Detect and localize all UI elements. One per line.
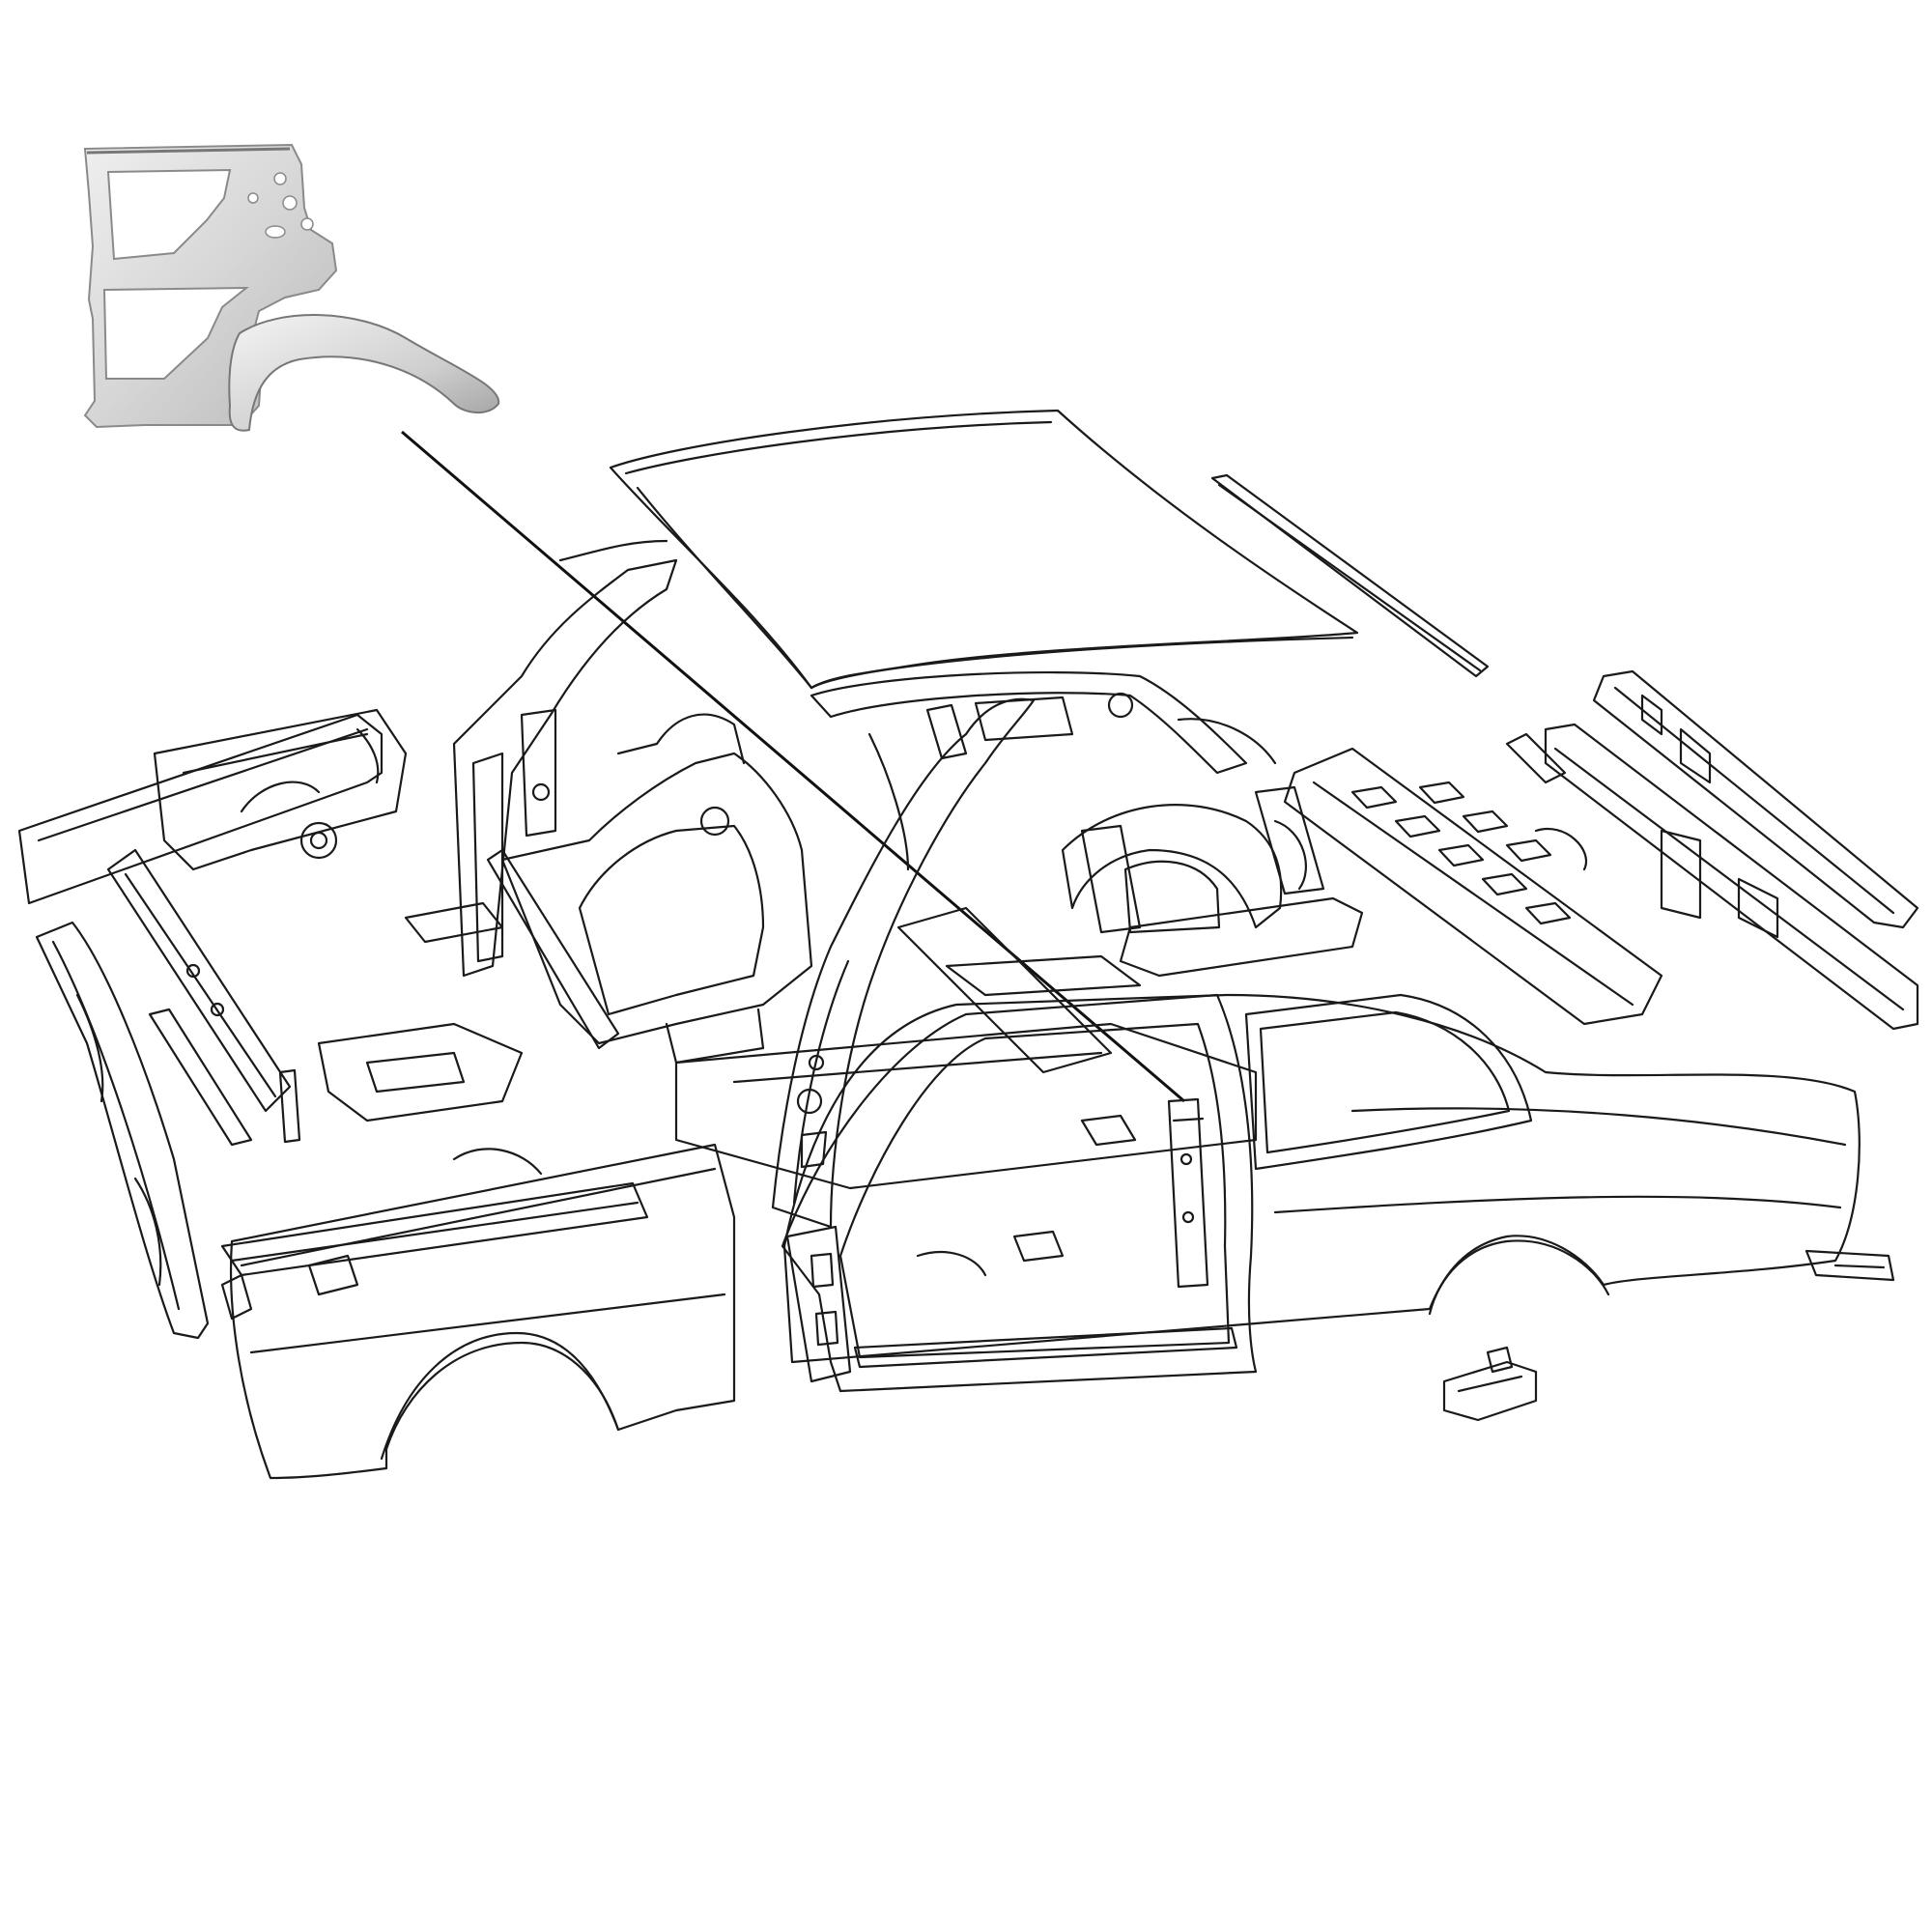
inset-upper-window-opening	[106, 168, 232, 261]
rear-cross-member-panel	[1592, 669, 1919, 929]
inset-pressing-holes	[247, 172, 314, 239]
front-wing	[220, 1143, 736, 1480]
far-front-wing	[35, 921, 210, 1340]
door-aperture-frame	[781, 993, 1258, 1393]
quarter-window-opening	[1244, 993, 1533, 1171]
front-bulkhead	[486, 713, 813, 1065]
inset-wheel-arch	[228, 314, 500, 432]
inset-top-edge	[86, 147, 291, 155]
sill-rail	[853, 1326, 1238, 1369]
rear-boot-floor	[1283, 732, 1663, 1026]
front-chassis-leg	[106, 848, 301, 1147]
roof-drip-rail	[1210, 473, 1490, 678]
floor-pan	[674, 906, 1258, 1277]
inset-lower-opening	[102, 286, 249, 380]
rear-quarter-panel-inset	[83, 143, 500, 432]
dash-top-rail	[486, 848, 620, 1050]
rear-seat-bulkhead	[1080, 785, 1364, 978]
rear-quarter-panel	[782, 993, 1861, 1364]
front-apron	[220, 1181, 649, 1296]
rear-valance-panel	[1544, 723, 1919, 1031]
roof-header-frame	[810, 670, 1277, 871]
front-panel	[17, 713, 384, 905]
boot-floor-ribs	[1350, 781, 1572, 925]
hinge-pillar	[785, 1225, 852, 1383]
rear-suspension-bracket	[1442, 1346, 1538, 1422]
rear-sill-extension	[1804, 1249, 1895, 1282]
transmission-tunnel	[896, 906, 1113, 1074]
roof-panel	[609, 409, 1359, 690]
front-inner-wing	[153, 708, 543, 1176]
rear-wheel-house	[1061, 804, 1283, 934]
b-pillar	[1167, 1097, 1209, 1289]
far-side-door-aperture	[452, 539, 678, 978]
